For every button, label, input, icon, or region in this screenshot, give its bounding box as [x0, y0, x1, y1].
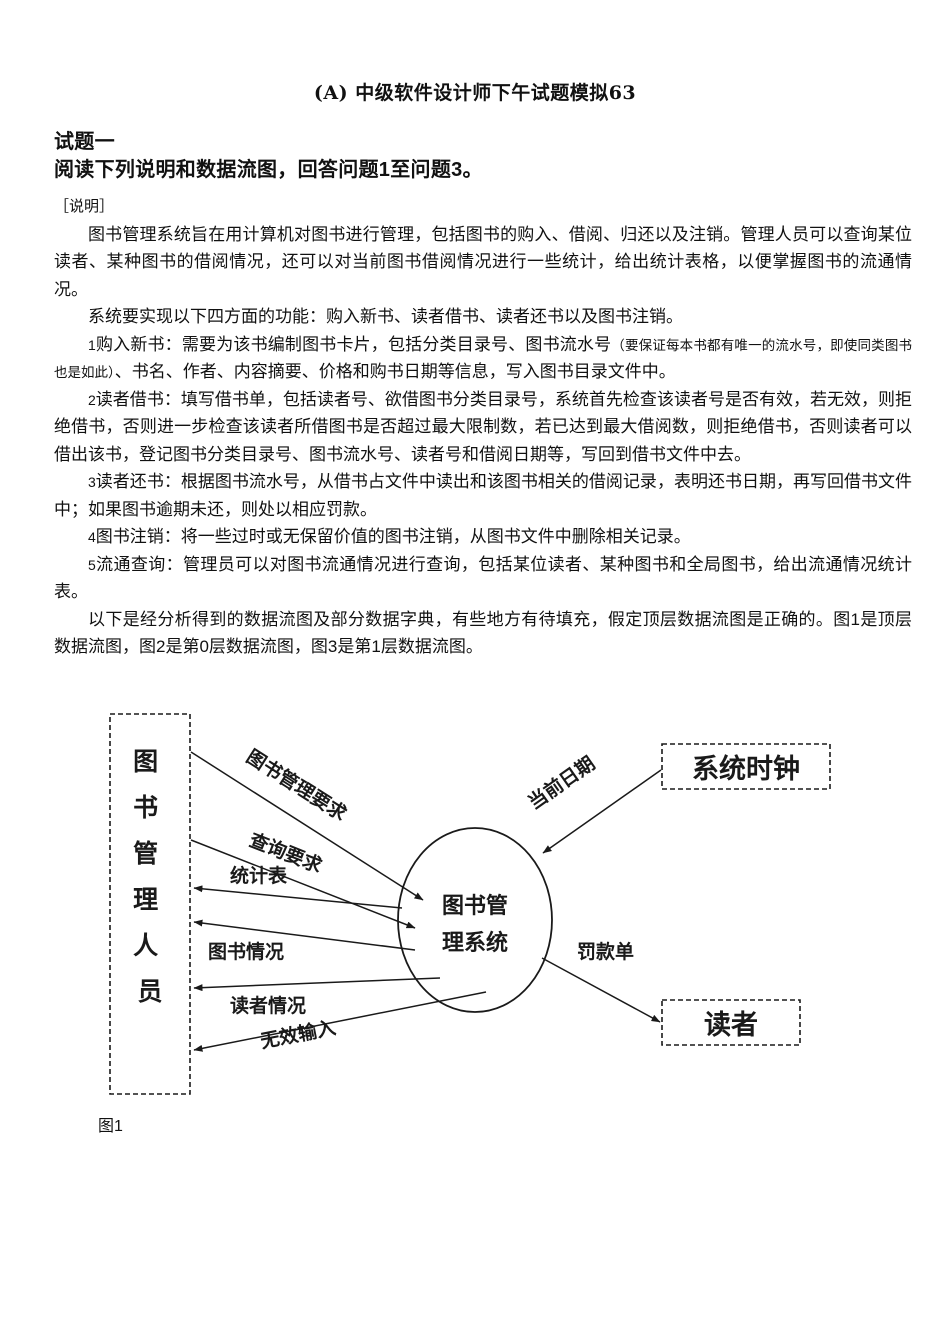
flow-statistics-table: 统计表	[193, 864, 403, 909]
paragraph-functions: 系统要实现以下四方面的功能：购入新书、读者借书、读者还书以及图书注销。	[88, 307, 683, 327]
external-entity-reader-label: 读者	[704, 1010, 758, 1041]
flow-label-invalid-input: 无效输入	[259, 1016, 338, 1053]
paragraph-dfd-intro: 以下是经分析得到的数据流图及部分数据字典，有些地方有待填充，假定顶层数据流图是正…	[54, 609, 912, 657]
item-text-5: 流通查询：管理员可以对图书流通情况进行查询，包括某位读者、某种图书和全局图书，给…	[54, 554, 912, 602]
flow-label-fine-notice: 罚款单	[577, 940, 634, 963]
process-label-line2: 理系统	[442, 930, 508, 956]
external-entity-system-clock: 系统时钟	[661, 743, 831, 790]
figure-caption: 图1	[98, 1118, 123, 1135]
headings-block: 试题一 阅读下列说明和数据流图，回答问题1至问题3。	[54, 128, 904, 185]
external-entity-librarian: 图 书 管 理 人 员	[109, 713, 191, 1095]
item-number-2: 2	[88, 391, 96, 408]
flow-label-book-status: 图书情况	[208, 940, 284, 963]
question-label: 试题一	[54, 131, 115, 153]
flow-book-management-request: 图书管理要求	[190, 745, 424, 901]
process-label-line1: 图书管	[442, 893, 508, 919]
item-text-1a: 购入新书：需要为该书编制图书卡片，包括分类目录号、图书流水号	[95, 334, 612, 354]
item-number-3: 3	[88, 474, 96, 491]
paragraph-purchase: 1购入新书：需要为该书编制图书卡片，包括分类目录号、图书流水号（要保证每本书都有…	[54, 331, 912, 386]
flow-reader-status: 读者情况	[193, 977, 441, 1017]
body-block: ［说明］ 图书管理系统旨在用计算机对图书进行管理，包括图书的购入、借阅、归还以及…	[54, 196, 912, 661]
item-number-4: 4	[88, 529, 96, 546]
paragraph-query: 5流通查询：管理员可以对图书流通情况进行查询，包括某位读者、某种图书和全局图书，…	[54, 551, 912, 606]
flow-label-current-date: 当前日期	[524, 752, 599, 814]
paragraph-borrow: 2读者借书：填写借书单，包括读者号、欲借图书分类目录号，系统首先检查该读者号是否…	[54, 386, 912, 469]
paragraph-cancel: 4图书注销：将一些过时或无保留价值的图书注销，从图书文件中删除相关记录。	[54, 523, 912, 551]
external-entity-librarian-label: 图 书 管 理 人 员	[133, 747, 167, 1006]
flow-label-statistics-table: 统计表	[230, 864, 288, 887]
flow-query-request: 查询要求	[190, 828, 416, 929]
item-text-3: 读者还书：根据图书流水号，从借书占文件中读出和该图书相关的借阅记录，表明还书日期…	[54, 472, 912, 519]
paragraph-return: 3读者还书：根据图书流水号，从借书占文件中读出和该图书相关的借阅记录，表明还书日…	[54, 468, 912, 523]
paragraph-overview: 图书管理系统旨在用计算机对图书进行管理，包括图书的购入、借阅、归还以及注销。管理…	[54, 224, 912, 299]
flow-book-status: 图书情况	[193, 919, 416, 963]
flow-current-date: 当前日期	[524, 752, 662, 854]
item-text-2: 读者借书：填写借书单，包括读者号、欲借图书分类目录号，系统首先检查该读者号是否有…	[54, 389, 912, 464]
process-book-management-system: 图书管 理系统	[397, 827, 553, 1013]
instruction-heading: 阅读下列说明和数据流图，回答问题1至问题3。	[54, 159, 483, 182]
flow-label-book-management-request: 图书管理要求	[242, 745, 351, 826]
section-tag: ［说明］	[54, 198, 115, 215]
flow-label-reader-status: 读者情况	[230, 994, 306, 1017]
external-entity-system-clock-label: 系统时钟	[692, 753, 800, 785]
item-number-1: 1	[88, 336, 96, 353]
page-title: (A) 中级软件设计师下午试题模拟63	[313, 82, 637, 104]
flow-fine-notice: 罚款单	[541, 940, 661, 1023]
item-text-1b: 、书名、作者、内容摘要、价格和购书日期等信息，写入图书目录文件中。	[114, 362, 676, 382]
item-text-1-paren: （要保证每本书都有唯一的流水号，即使同类图书也是如此）	[54, 337, 913, 381]
item-text-4: 图书注销：将一些过时或无保留价值的图书注销，从图书文件中删除相关记录。	[95, 527, 691, 547]
external-entity-reader: 读者	[661, 999, 801, 1046]
dfd-figure-1: 图 书 管 理 人 员 图书管 理系统 系统时钟	[90, 700, 860, 1150]
item-number-5: 5	[88, 556, 96, 573]
